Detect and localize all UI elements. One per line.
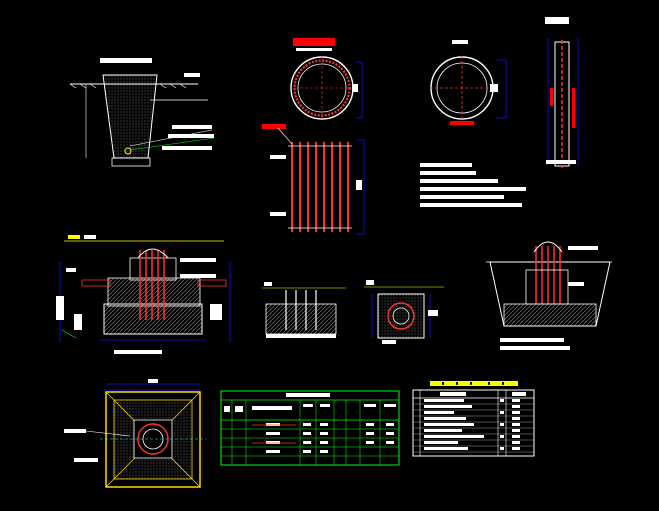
pit-section-view	[69, 58, 215, 167]
quantity-table	[220, 390, 400, 466]
base-plan-bottom-view	[64, 379, 206, 488]
rebar-cage-elevation-view	[262, 124, 365, 235]
tall-rebar-elevation-view	[545, 17, 579, 168]
ring-plan-right-title-bar	[450, 121, 474, 125]
ring-plan-left-title-bar	[293, 38, 335, 46]
square-base-ring	[387, 302, 415, 330]
foundation-section-left-view	[56, 235, 231, 354]
rebar-bar-right	[572, 88, 575, 128]
square-base-plan-view	[364, 280, 444, 344]
trench-section-right-view	[486, 241, 612, 350]
rebar-cage-bars	[291, 142, 349, 232]
ring-plan-right-view	[430, 40, 507, 125]
base-plan-frame	[105, 391, 201, 488]
pit-section-title-label	[100, 58, 152, 63]
foundation-title-yellow	[68, 235, 80, 239]
pit-trapezoid	[102, 74, 158, 159]
rebar-bar-left	[550, 88, 553, 106]
pipe-section-circle	[124, 147, 132, 155]
notes-block	[420, 163, 526, 207]
rebar-ring-left	[293, 59, 351, 117]
material-table	[412, 381, 535, 457]
ring-plan-left-view	[290, 38, 363, 120]
small-detail-center-view	[262, 282, 346, 338]
material-table-title-bar	[430, 381, 518, 386]
